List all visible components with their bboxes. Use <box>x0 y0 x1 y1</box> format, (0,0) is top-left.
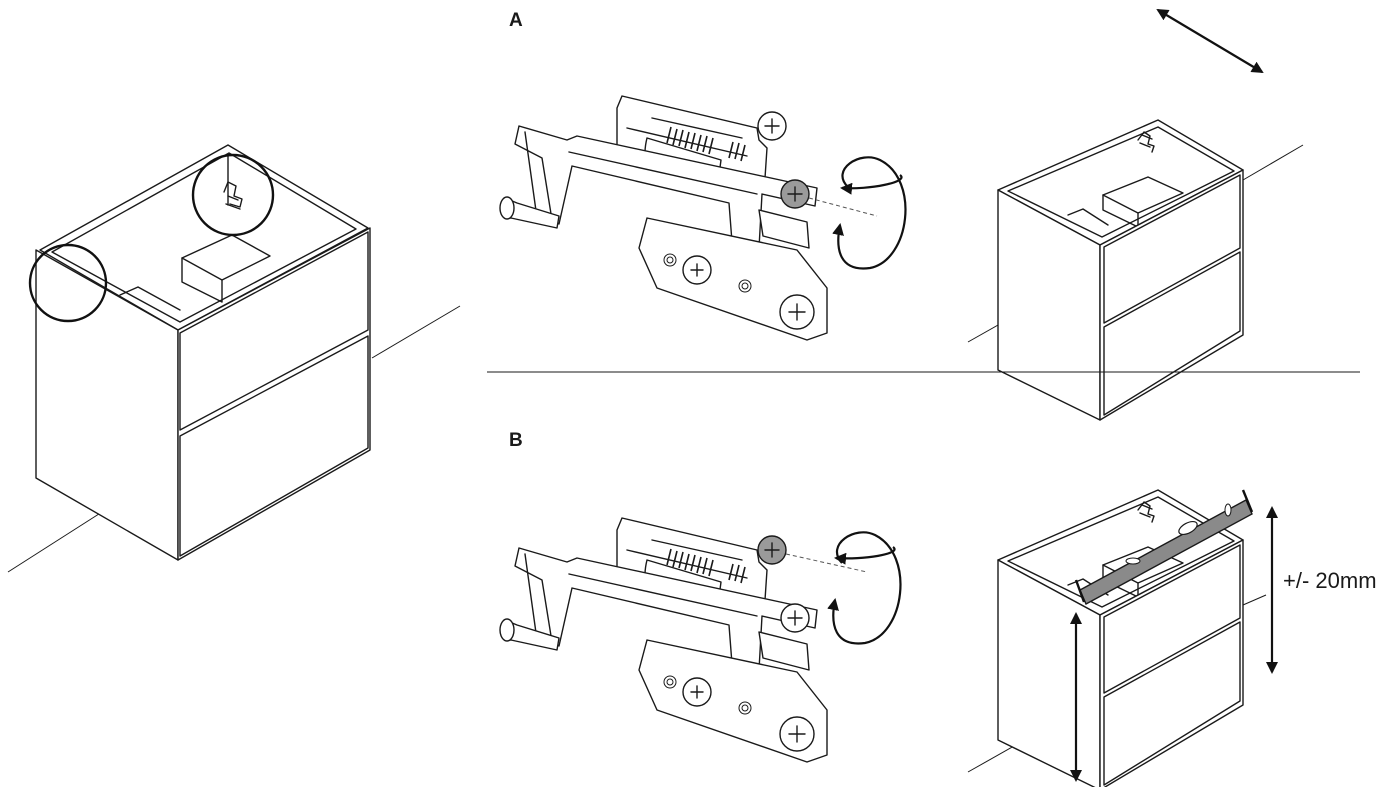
hanger-detail-circle <box>191 153 275 237</box>
depth-arrow <box>1156 8 1264 74</box>
step-a-label: A <box>509 10 523 31</box>
step-b-label: B <box>509 430 523 451</box>
cabinet-b <box>967 489 1267 787</box>
corner-detail-circle <box>28 243 108 323</box>
adjustment-range-label: +/- 20mm <box>1283 568 1377 593</box>
bracket-b <box>499 517 868 763</box>
cabinet-a <box>967 119 1304 421</box>
cabinet-overview <box>7 144 461 573</box>
rotate-arrow-a <box>832 156 907 270</box>
spirit-level-icon <box>1074 489 1254 605</box>
bracket-a <box>499 95 878 341</box>
rotate-arrow-b <box>827 531 902 645</box>
